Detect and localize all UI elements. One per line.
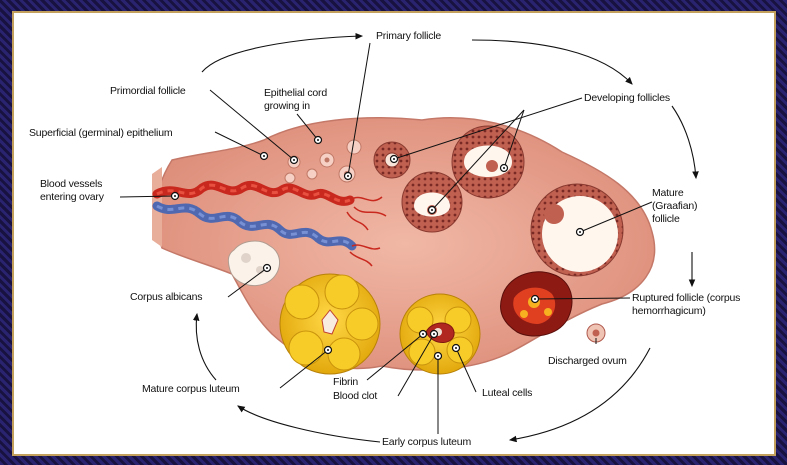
label-corpus-albicans: Corpus albicans (130, 291, 202, 303)
label-blood-clot: Blood clot (333, 390, 377, 402)
label-epithelial-cord-line1: Epithelial cord (264, 87, 327, 99)
label-epithelial-cord-line2: growing in (264, 100, 310, 112)
label-early-corpus-luteum: Early corpus luteum (382, 436, 471, 448)
mature-corpus-luteum (280, 274, 380, 374)
label-mature-follicle-line1: Mature (652, 187, 684, 199)
label-developing-follicles: Developing follicles (584, 92, 670, 104)
label-blood-vessels-line1: Blood vessels (40, 178, 102, 190)
corpus-albicans (228, 241, 279, 286)
label-mature-follicle-line3: follicle (652, 213, 680, 225)
label-primordial-follicle: Primordial follicle (110, 85, 186, 97)
label-mature-follicle-line2: (Graafian) (652, 200, 697, 212)
label-ruptured-follicle-line1: Ruptured follicle (corpus (632, 292, 740, 304)
early-corpus-luteum (400, 294, 480, 374)
label-fibrin: Fibrin (333, 376, 358, 388)
label-mature-corpus-luteum: Mature corpus luteum (142, 383, 240, 395)
label-discharged-ovum: Discharged ovum (548, 355, 627, 367)
label-primary-follicle: Primary follicle (376, 30, 441, 42)
label-superficial-epithelium: Superficial (germinal) epithelium (29, 127, 173, 139)
ruptured-follicle (501, 272, 572, 336)
label-blood-vessels-line2: entering ovary (40, 191, 105, 203)
ovarian-cycle-diagram: Primary follicle Primordial follicle Epi… (14, 13, 776, 456)
label-luteal-cells: Luteal cells (482, 387, 532, 399)
label-ruptured-follicle-line2: hemorrhagicum) (632, 305, 706, 317)
diagram-panel: Primary follicle Primordial follicle Epi… (12, 11, 776, 456)
